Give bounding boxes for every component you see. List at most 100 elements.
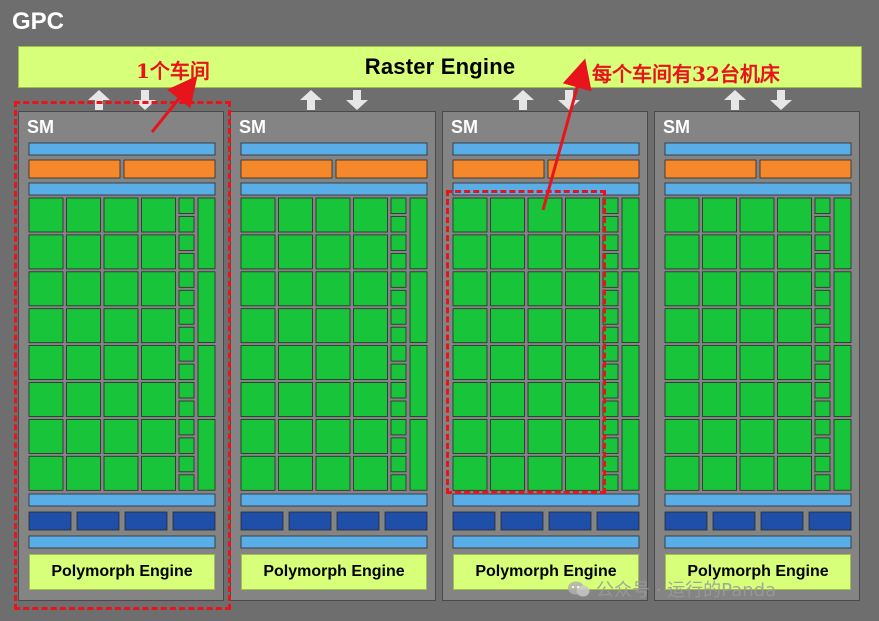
ld-st-unit	[178, 363, 195, 381]
cuda-core	[66, 234, 101, 270]
ld-st-unit	[814, 289, 831, 307]
ld-st-unit	[390, 345, 407, 362]
instruction-cache-bar	[452, 142, 640, 156]
sm-internals	[28, 142, 216, 549]
sm-block-2: SM Polymorph Engine	[230, 111, 436, 601]
cuda-core	[353, 455, 388, 491]
cuda-core	[278, 418, 313, 454]
cuda-core	[664, 418, 700, 454]
cuda-core	[490, 271, 525, 307]
texture-unit	[240, 511, 284, 531]
instruction-cache-bar	[240, 142, 428, 156]
interconnect-bar	[28, 493, 216, 507]
ld-st-unit	[390, 455, 407, 473]
cuda-core	[353, 197, 388, 233]
cuda-core	[664, 308, 700, 344]
cuda-core	[739, 455, 775, 491]
texture-unit	[452, 511, 496, 531]
cuda-core	[278, 197, 313, 233]
cuda-core	[66, 345, 101, 381]
cuda-core	[315, 271, 351, 307]
ld-st-unit	[178, 382, 195, 399]
polymorph-engine-label: Polymorph Engine	[51, 563, 193, 580]
ld-st-unit	[178, 271, 195, 288]
arrow-down-icon	[770, 90, 792, 110]
cuda-core	[664, 345, 700, 381]
register-file-bar	[664, 182, 852, 196]
cuda-core	[565, 418, 600, 454]
ld-st-unit	[390, 289, 407, 307]
wechat-icon	[568, 581, 590, 597]
arrow-down-icon	[346, 90, 368, 110]
annotation-machines-per-workshop: 每个车间有32台机床	[592, 62, 780, 86]
sfu-unit	[833, 197, 852, 270]
cuda-core	[702, 234, 737, 270]
cuda-core	[565, 308, 600, 344]
cuda-core	[702, 455, 737, 491]
cuda-core	[240, 308, 276, 344]
cuda-core	[527, 271, 563, 307]
cuda-core	[527, 308, 563, 344]
cuda-core	[66, 308, 101, 344]
sfu-unit	[409, 197, 428, 270]
cuda-core	[141, 418, 176, 454]
cuda-core	[28, 455, 64, 491]
cuda-core	[565, 234, 600, 270]
sfu-unit	[409, 271, 428, 344]
cuda-core	[353, 308, 388, 344]
gpc-title: GPC	[12, 8, 65, 35]
ld-st-unit	[178, 326, 195, 344]
cuda-core	[315, 455, 351, 491]
cuda-core	[490, 234, 525, 270]
ld-st-unit	[814, 437, 831, 454]
cache-bar	[240, 535, 428, 549]
cuda-core	[28, 382, 64, 417]
cuda-core	[103, 234, 139, 270]
ld-st-unit	[390, 197, 407, 214]
cuda-core	[103, 271, 139, 307]
watermark: 公众号 · 运行的Panda	[568, 576, 776, 602]
cuda-core	[490, 197, 525, 233]
cuda-core	[240, 234, 276, 270]
cuda-core	[353, 234, 388, 270]
sfu-unit	[833, 418, 852, 491]
ld-st-unit	[178, 474, 195, 491]
ld-st-unit	[178, 345, 195, 362]
cuda-core	[66, 455, 101, 491]
ld-st-unit	[178, 197, 195, 214]
ld-st-unit	[390, 418, 407, 436]
cuda-core	[452, 418, 488, 454]
cuda-core	[141, 345, 176, 381]
texture-unit	[808, 511, 852, 531]
warp-scheduler-bar	[452, 159, 545, 179]
cuda-core	[739, 308, 775, 344]
ld-st-unit	[390, 382, 407, 399]
cuda-core	[739, 197, 775, 233]
ld-st-unit	[178, 400, 195, 417]
ld-st-unit	[814, 234, 831, 251]
cuda-core	[141, 234, 176, 270]
cuda-core	[315, 308, 351, 344]
cuda-core	[739, 382, 775, 417]
cuda-core	[103, 418, 139, 454]
ld-st-unit	[814, 216, 831, 233]
cuda-core	[28, 234, 64, 270]
arrow-up-icon	[300, 90, 322, 110]
cuda-core	[702, 418, 737, 454]
cuda-core	[353, 345, 388, 381]
cuda-core	[527, 418, 563, 454]
cuda-core	[103, 455, 139, 491]
cuda-core	[240, 345, 276, 381]
sfu-unit	[197, 197, 216, 270]
cuda-core	[315, 418, 351, 454]
arrow-up-icon	[724, 90, 746, 110]
cuda-core	[565, 345, 600, 381]
cuda-core	[103, 345, 139, 381]
cuda-core	[452, 271, 488, 307]
sm-label: SM	[27, 117, 54, 137]
cuda-core	[527, 234, 563, 270]
cuda-core	[103, 197, 139, 233]
cuda-core	[353, 271, 388, 307]
cuda-core	[527, 345, 563, 381]
